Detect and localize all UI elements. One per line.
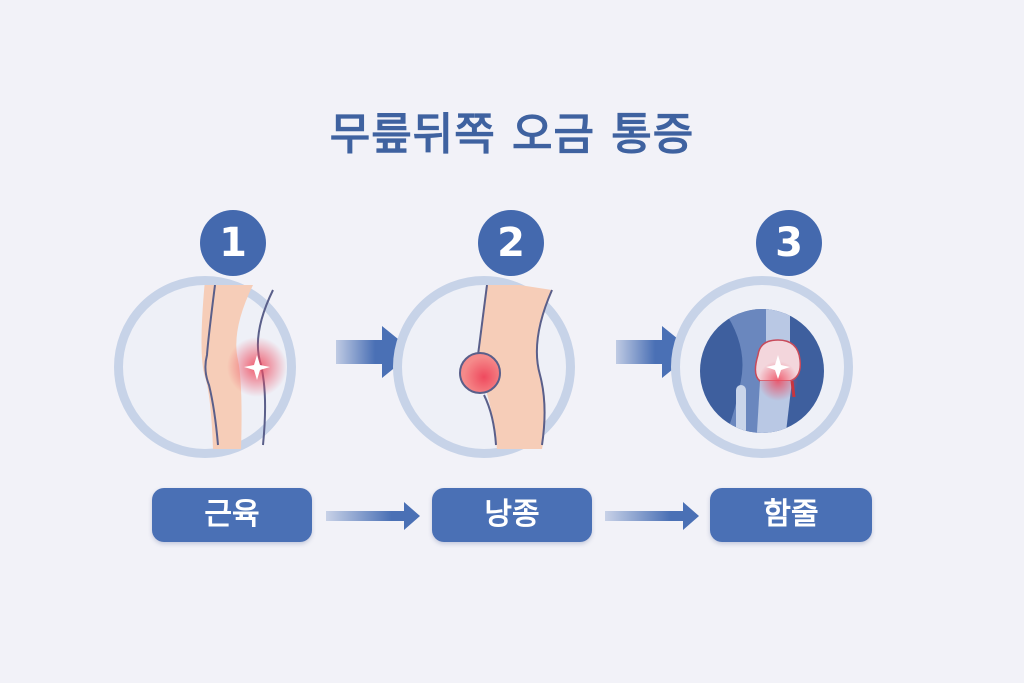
stage-1-label: 근육 [152,488,312,542]
stage-3-label: 함줄 [710,488,872,542]
knee-cyst-swelling-icon [459,285,553,449]
arrow-right-icon [326,502,420,530]
stage-1-number-badge: 1 [200,210,266,276]
knee-joint-xray-icon [700,309,824,433]
stage-2-number-badge: 2 [478,210,544,276]
arrow-right-icon [605,502,699,530]
knee-muscle-pain-icon [201,285,287,449]
page-title: 무릎뒤쪽 오금 통증 [329,109,695,160]
stage-1-circle [114,276,296,458]
stage-3-circle [671,276,853,458]
stage-3-number-badge: 3 [756,210,822,276]
stage-2-circle [393,276,575,458]
stage-2-label: 낭종 [432,488,592,542]
